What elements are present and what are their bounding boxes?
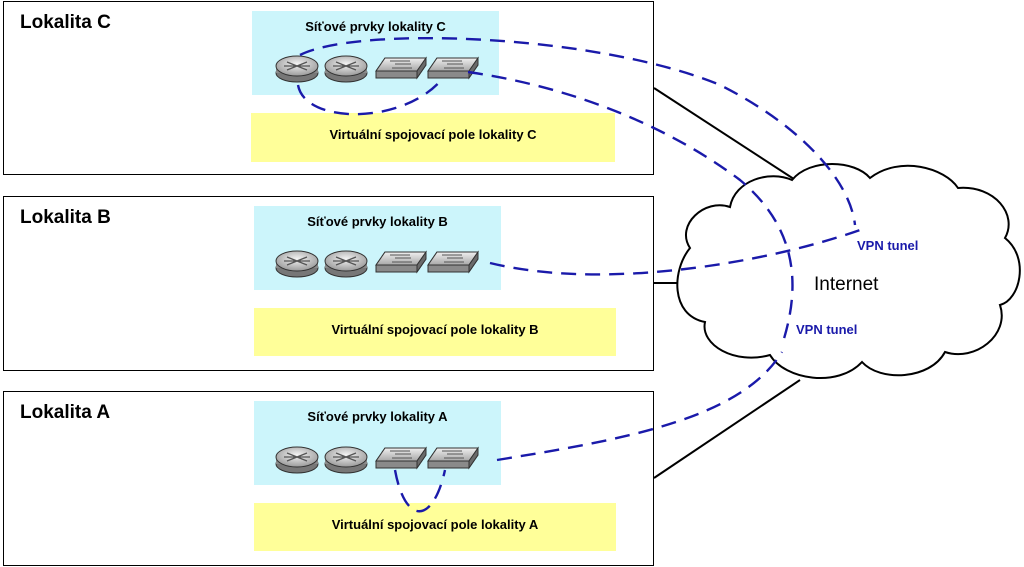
site-a-network-title: Síťové prvky lokality A [307, 409, 448, 424]
site-c-switching-loop [296, 77, 444, 116]
router-icon [324, 446, 368, 474]
site-b-network-box: Síťové prvky lokality B [254, 206, 501, 290]
site-a-internet-link [653, 379, 801, 479]
site-a-title: Lokalita A [20, 402, 111, 423]
vpn-tunnel-c-a [467, 70, 794, 346]
internet-cloud-icon [676, 163, 1021, 379]
switch-icon [375, 447, 427, 469]
site-b-switching-label: Virtuální spojovací pole lokality B [331, 322, 539, 337]
site-c-network-title: Síťové prvky lokality C [305, 19, 446, 34]
site-c-switching-label: Virtuální spojovací pole lokality C [329, 127, 537, 142]
site-a-switching-label: Virtuální spojovací pole lokality A [331, 517, 539, 532]
site-c-title: Lokalita C [20, 12, 111, 33]
site-a-switching-loop [393, 469, 447, 513]
router-icon [324, 55, 368, 83]
site-b-title: Lokalita B [20, 207, 111, 228]
site-b-switching-box: Virtuální spojovací pole lokality B [254, 308, 616, 356]
switch-icon [375, 251, 427, 273]
router-icon [275, 446, 319, 474]
router-icon [275, 55, 319, 83]
switch-icon [427, 57, 479, 79]
vpn-label-lower: VPN tunel [796, 322, 857, 337]
site-a-devices [275, 446, 479, 474]
site-c-switching-box: Virtuální spojovací pole lokality C [251, 113, 615, 162]
switch-icon [375, 57, 427, 79]
router-icon [275, 250, 319, 278]
site-a-switching-box: Virtuální spojovací pole lokality A [254, 503, 616, 551]
vpn-label-upper: VPN tunel [857, 238, 918, 253]
router-icon [324, 250, 368, 278]
site-c-devices [275, 55, 479, 83]
vpn-tunnel-c-b [299, 36, 857, 226]
site-c-internet-link [653, 87, 801, 184]
switch-icon [427, 251, 479, 273]
site-b-devices [275, 250, 479, 278]
site-b-network-title: Síťové prvky lokality B [307, 214, 448, 229]
vpn-tunnel-a-endpoint [496, 351, 784, 462]
switch-icon [427, 447, 479, 469]
internet-label: Internet [814, 274, 879, 295]
